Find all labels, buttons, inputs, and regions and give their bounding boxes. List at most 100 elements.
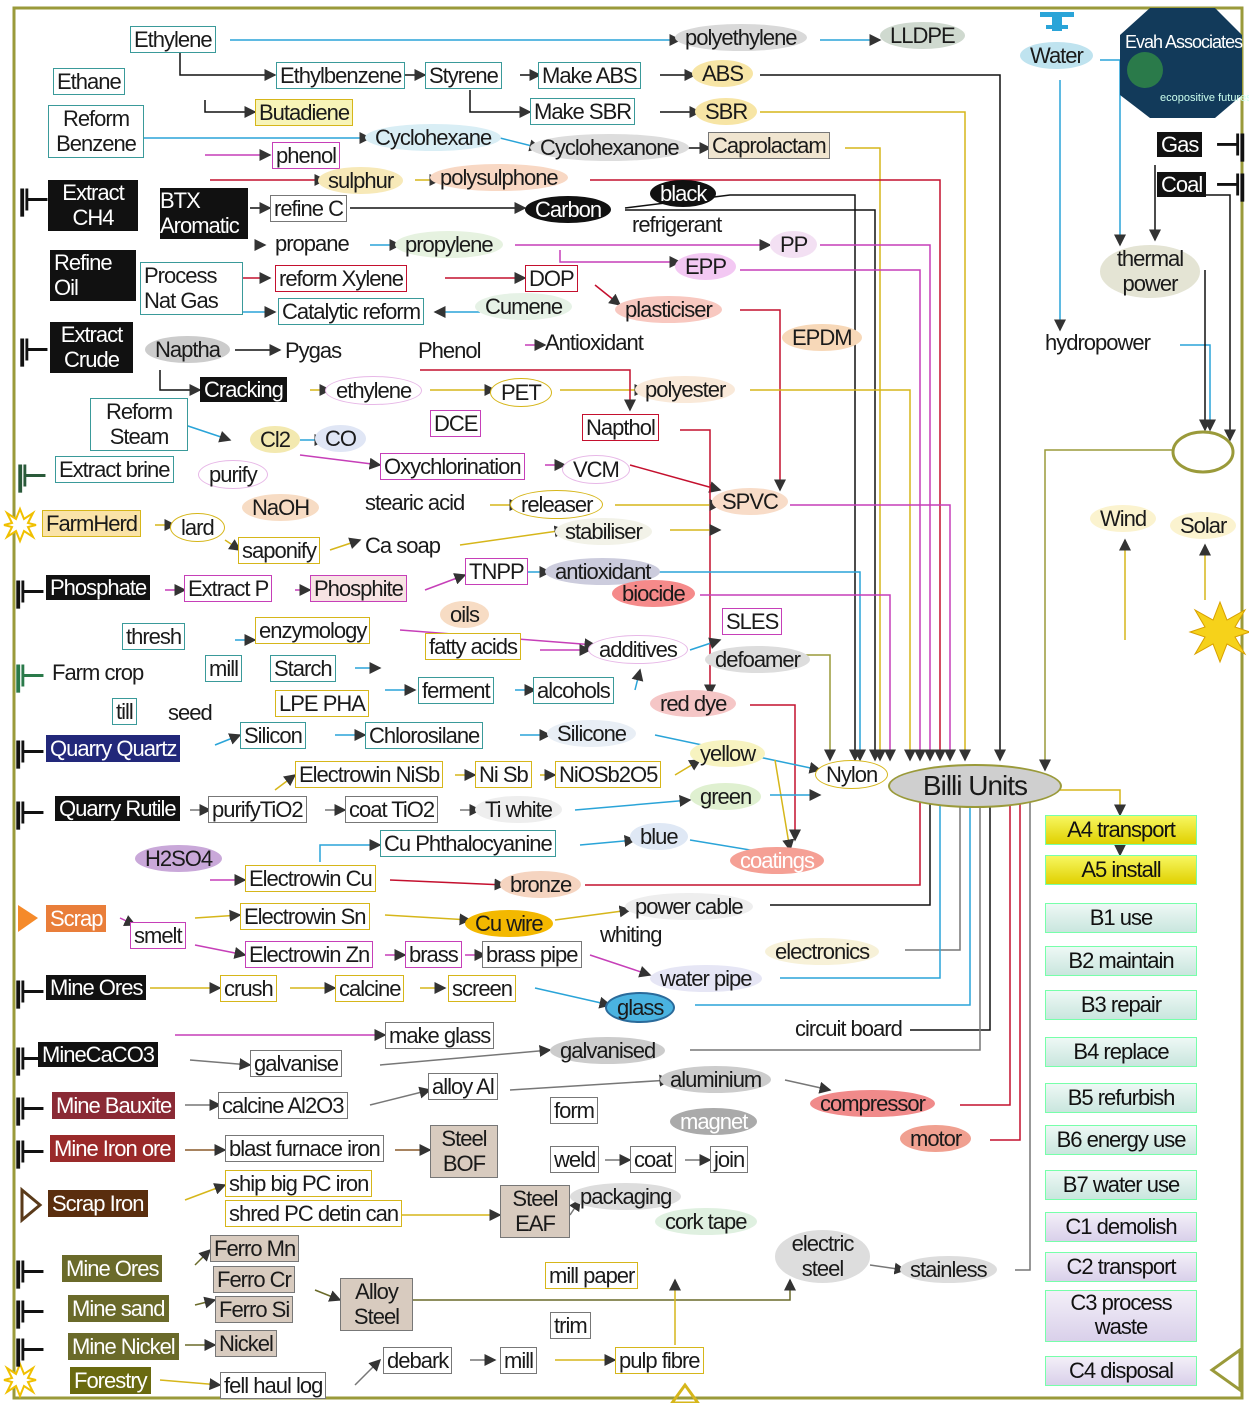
node-ethane: Ethane [53, 68, 125, 96]
node-make-abs: Make ABS [538, 62, 641, 90]
scrap-iron-arrow-icon [20, 1186, 43, 1224]
node-cork-tape: cork tape [655, 1208, 757, 1236]
node-coat-tio2: coat TiO2 [345, 796, 439, 824]
node-fell-haul-log: fell haul log [220, 1372, 327, 1400]
source-farmherd: FarmHerd [42, 510, 142, 538]
node-cu-wire: Cu wire [465, 910, 553, 938]
node-electrowin-sn: Electrowin Sn [240, 903, 370, 931]
node-ethylbenzene: Ethylbenzene [276, 62, 406, 90]
node-btx-aromatic: BTX Aromatic [160, 188, 248, 239]
node-extract-p: Extract P [184, 575, 273, 603]
node-phosphite: Phosphite [310, 575, 407, 603]
node-butadiene: Butadiene [255, 99, 354, 127]
node-nickel: Nickel [215, 1330, 277, 1358]
node-thresh: thresh [122, 623, 186, 651]
stage-b3-repair: B3 repair [1045, 990, 1197, 1020]
node-make-sbr: Make SBR [530, 98, 636, 126]
flow-lines [119, 34, 1236, 1391]
source-scrap-iron: Scrap Iron [48, 1190, 148, 1218]
node-polysulphone: polysulphone [430, 164, 568, 192]
node-packaging: packaging [570, 1183, 682, 1211]
node-solar: Solar [1170, 512, 1237, 540]
node-purify-tio2: purifyTiO2 [208, 796, 307, 824]
node-propane: propane [275, 231, 350, 256]
node-thermal-power: thermal power [1100, 245, 1200, 298]
node-crush: crush [220, 975, 277, 1003]
source-marker-icon: |⊢ [16, 460, 47, 493]
logo-badge [1120, 8, 1242, 118]
node-ferment: ferment [418, 677, 494, 705]
node-refrigerant: refrigerant [632, 212, 722, 237]
node-circuit-board: circuit board [795, 1016, 903, 1041]
node-cumene: Cumene [475, 293, 573, 321]
node-stearic-acid: stearic acid [365, 490, 465, 515]
source-marker-icon: |⊢ [14, 1136, 45, 1169]
source-marker-icon: |⊢ [14, 1256, 45, 1289]
stage-b4-replace: B4 replace [1045, 1037, 1197, 1067]
node-mill-paper: mill paper [545, 1262, 639, 1290]
node-ferro-si: Ferro Si [215, 1296, 294, 1324]
source-quarry-quartz: Quarry Quartz [46, 735, 181, 763]
node-napthol: Napthol [582, 414, 659, 442]
source-marker-icon: ⊣| [1215, 169, 1246, 202]
node-compressor: compressor [810, 1090, 935, 1118]
node-alloy-al: alloy Al [428, 1073, 498, 1101]
node-blast-furnace-iron: blast furnace iron [225, 1135, 384, 1163]
node-hydropower: hydropower [1045, 330, 1151, 355]
water-tap-icon [1040, 12, 1074, 31]
node-stabiliser: stabiliser [555, 518, 652, 546]
source-marker-icon: |⊢ [18, 334, 49, 367]
source-extract-crude: Extract Crude [50, 322, 133, 373]
node-electrowin-zn: Electrowin Zn [245, 941, 374, 969]
source-forestry: Forestry [70, 1367, 151, 1395]
node-shred-pc-detin-can: shred PC detin can [225, 1200, 403, 1228]
node-ferro-mn: Ferro Mn [210, 1235, 300, 1263]
node-screen: screen [448, 975, 517, 1003]
node-sles: SLES [722, 608, 783, 636]
node-reform-benzene: Reform Benzene [48, 105, 144, 158]
source-mine-sand: Mine sand [68, 1295, 169, 1323]
node-billi-units: Billi Units [888, 764, 1062, 808]
node-steel-bof: Steel BOF [430, 1125, 498, 1178]
source-marker-icon: |⊢ [14, 576, 45, 609]
node-nisb: Ni Sb [475, 761, 532, 789]
node-cracking: Cracking [200, 377, 287, 403]
source-phosphate: Phosphate [46, 575, 151, 601]
node-brass-pipe: brass pipe [482, 941, 582, 969]
source-quarry-rutile: Quarry Rutile [55, 796, 180, 822]
stage-c1-demolish: C1 demolish [1045, 1212, 1197, 1242]
source-marker-icon: |⊢ [14, 736, 45, 769]
node-dce: DCE [430, 410, 482, 438]
source-mine-ores-2: Mine Ores [62, 1255, 163, 1283]
node-starch: Starch [270, 655, 336, 683]
node-carbon: Carbon [525, 196, 612, 224]
source-scrap: Scrap [46, 905, 107, 933]
scrap-arrow-icon [18, 905, 38, 932]
node-stainless: stainless [900, 1256, 997, 1284]
node-alloy-steel: Alloy Steel [340, 1278, 413, 1331]
node-sbr: SBR [695, 98, 758, 126]
stage-b2-maintain: B2 maintain [1045, 946, 1197, 976]
stage-c2-transport: C2 transport [1045, 1252, 1197, 1282]
source-marker-icon: |⊢ [18, 184, 49, 217]
source-marker-icon: |⊢ [14, 976, 45, 1009]
node-cl2: Cl2 [250, 426, 301, 454]
node-lpe-pha: LPE PHA [275, 690, 369, 718]
node-cu-phthalocyanine: Cu Phthalocyanine [380, 830, 556, 858]
node-alcohols: alcohols [533, 677, 614, 705]
node-cyclohexanone: Cyclohexanone [530, 134, 689, 162]
node-styrene: Styrene [425, 62, 502, 90]
node-dop: DOP [525, 265, 578, 293]
node-naptha: Naptha [145, 336, 230, 364]
node-h2so4: H2SO4 [135, 845, 223, 873]
stage-c3-process-waste: C3 process waste [1045, 1290, 1197, 1342]
node-naoh: NaOH [242, 494, 320, 522]
globe-icon [1127, 52, 1163, 88]
source-marker-icon: |⊢ [14, 797, 45, 830]
energy-hub [1171, 430, 1235, 474]
stage-c4-disposal: C4 disposal [1045, 1356, 1197, 1386]
node-fatty-acids: fatty acids [425, 633, 522, 661]
node-motor: motor [900, 1125, 972, 1153]
node-seed: seed [168, 700, 213, 725]
source-coal: Coal [1157, 172, 1207, 198]
